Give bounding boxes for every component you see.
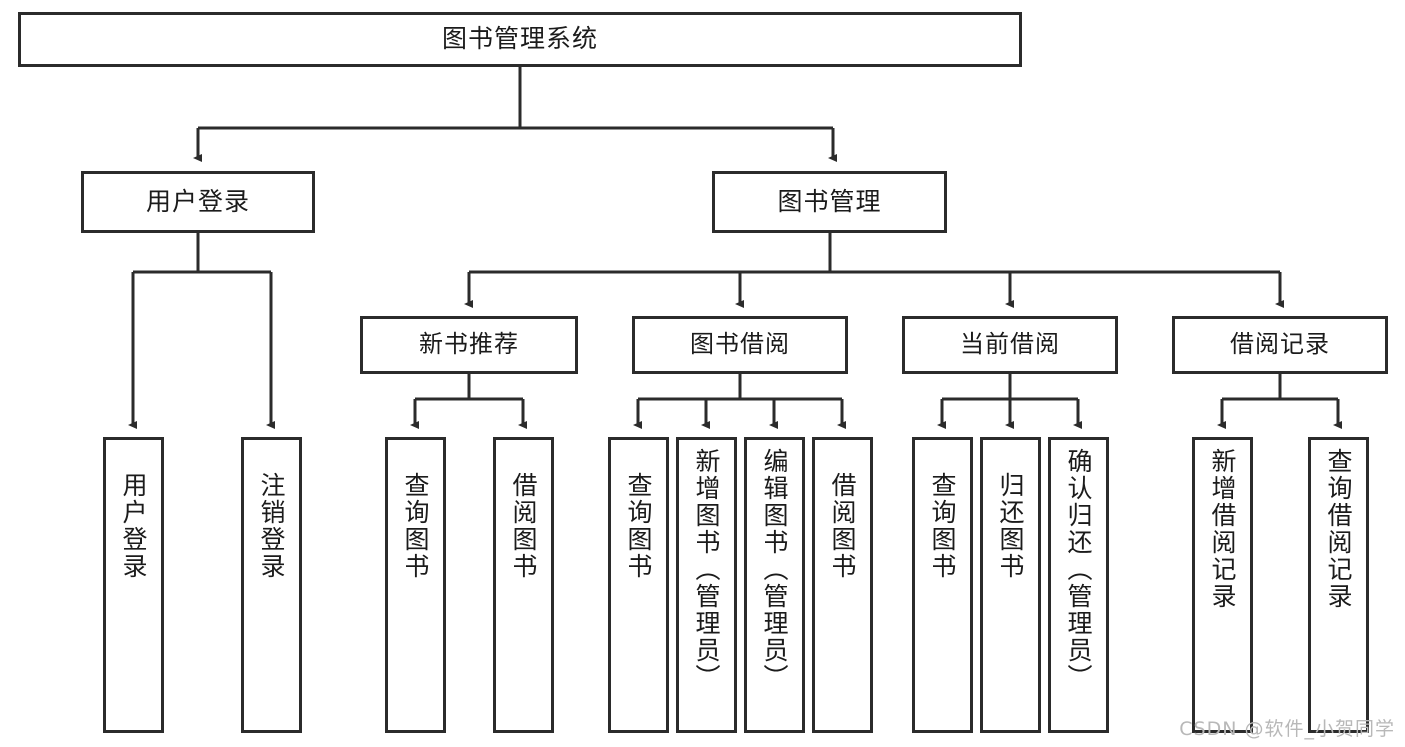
node-label: 查询图书 — [624, 472, 653, 580]
node-label: 查询图书 — [928, 472, 957, 580]
node-label: 新增借阅记录 — [1208, 448, 1237, 610]
csdn-watermark: CSDN @软件_小贺同学 — [1179, 718, 1395, 740]
node-label: 编辑图书（管理员） — [760, 448, 789, 691]
node-label: 归还图书 — [996, 472, 1025, 580]
node-label: 借阅图书 — [509, 472, 538, 580]
node-label: 查询图书 — [401, 472, 430, 580]
node-label: 图书管理系统 — [441, 24, 598, 54]
node-new-book-recommend[interactable]: 新书推荐 — [360, 316, 578, 374]
node-book-management[interactable]: 图书管理 — [712, 171, 947, 233]
node-label: 当前借阅 — [960, 330, 1060, 359]
leaf-new-book-query[interactable]: 查询图书 — [385, 437, 446, 733]
node-user-login[interactable]: 用户登录 — [81, 171, 315, 233]
leaf-book-borrow-query[interactable]: 查询图书 — [608, 437, 669, 733]
node-root-system[interactable]: 图书管理系统 — [18, 12, 1022, 67]
leaf-user-login-logout[interactable]: 注销登录 — [241, 437, 302, 733]
node-label: 查询借阅记录 — [1324, 448, 1353, 610]
leaf-borrow-record-query[interactable]: 查询借阅记录 — [1308, 437, 1369, 733]
leaf-borrow-record-add[interactable]: 新增借阅记录 — [1192, 437, 1253, 733]
leaf-book-borrow-borrow[interactable]: 借阅图书 — [812, 437, 873, 733]
leaf-new-book-borrow[interactable]: 借阅图书 — [493, 437, 554, 733]
node-book-borrow[interactable]: 图书借阅 — [632, 316, 848, 374]
node-current-borrow[interactable]: 当前借阅 — [902, 316, 1118, 374]
node-label: 用户登录 — [145, 186, 250, 216]
node-label: 确认归还（管理员） — [1064, 448, 1093, 691]
node-borrow-record[interactable]: 借阅记录 — [1172, 316, 1388, 374]
leaf-book-borrow-edit[interactable]: 编辑图书（管理员） — [744, 437, 805, 733]
leaf-current-borrow-return[interactable]: 归还图书 — [980, 437, 1041, 733]
leaf-book-borrow-add[interactable]: 新增图书（管理员） — [676, 437, 737, 733]
node-label: 注销登录 — [257, 472, 286, 580]
node-label: 借阅记录 — [1230, 330, 1330, 359]
node-label: 借阅图书 — [828, 472, 857, 580]
leaf-user-login-login[interactable]: 用户登录 — [103, 437, 164, 733]
node-label: 新增图书（管理员） — [692, 448, 721, 691]
node-label: 用户登录 — [119, 472, 148, 580]
node-label: 图书管理 — [777, 186, 882, 216]
node-label: 图书借阅 — [690, 330, 790, 359]
node-label: 新书推荐 — [419, 330, 519, 359]
leaf-current-borrow-query[interactable]: 查询图书 — [912, 437, 973, 733]
leaf-current-borrow-confirm-return[interactable]: 确认归还（管理员） — [1048, 437, 1109, 733]
